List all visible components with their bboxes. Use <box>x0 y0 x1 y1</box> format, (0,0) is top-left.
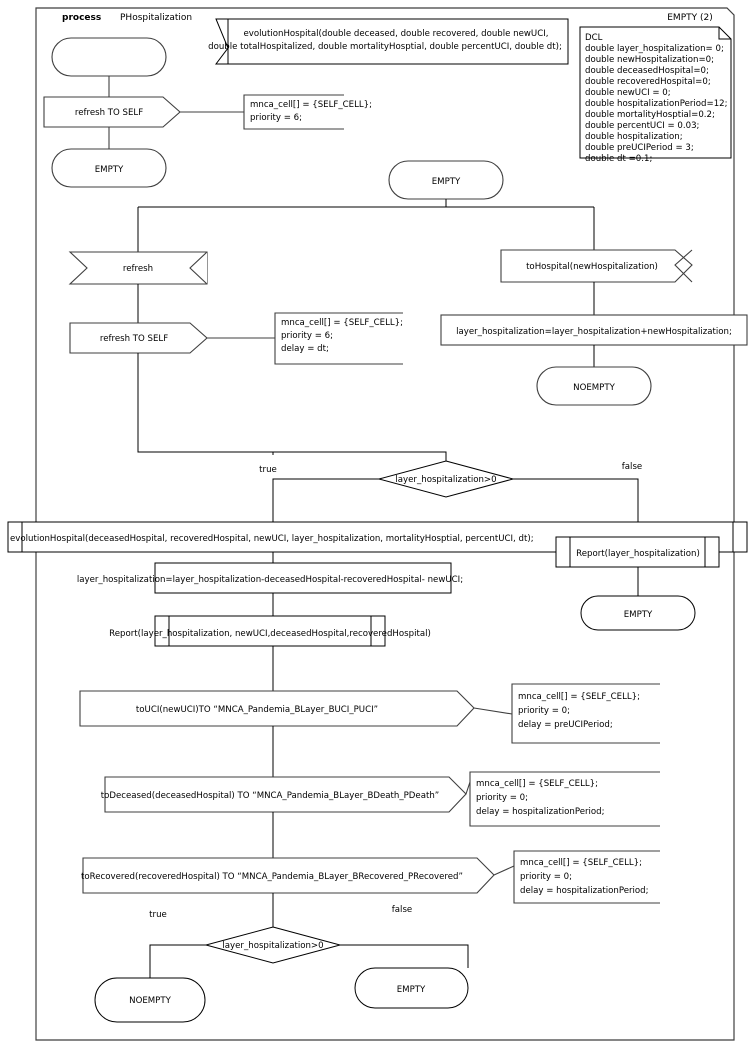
call-symbol-report-full <box>154 615 386 647</box>
state-symbol-empty-false <box>580 595 696 631</box>
decision1-false-line <box>513 478 639 522</box>
comment-uci-line-0: mnca_cell[] = {SELF_CELL}; <box>518 692 640 702</box>
call-symbol-report-short <box>555 536 720 568</box>
call-label-report-full: Report(layer_hospitalization, newUCI,dec… <box>109 629 431 639</box>
state-symbol-empty-topleft <box>51 148 167 188</box>
decision-symbol-2 <box>204 926 342 964</box>
decision1-condition: layer_hospitalization>0 <box>395 475 496 485</box>
decision2-true-label: true <box>149 910 167 920</box>
declaration-line-0: double layer_hospitalization= 0; <box>585 44 724 54</box>
decision1-true-label: true <box>259 465 277 475</box>
comment-left-line-1: priority = 6; <box>281 331 333 341</box>
output-symbol-touci <box>79 690 475 727</box>
comment-top-line-0: mnca_cell[] = {SELF_CELL}; <box>250 100 372 110</box>
state-label-empty-topleft: EMPTY <box>95 165 124 175</box>
declaration-line-2: double deceasedHospital=0; <box>585 66 709 76</box>
comment-box-deceased <box>469 771 660 827</box>
procedure-signature-line2: double totalHospitalized, double mortali… <box>208 42 562 52</box>
declaration-line-9: double preUCIPeriod = 3; <box>585 143 694 153</box>
comment-deceased-line-2: delay = hospitalizationPeriod; <box>476 807 605 817</box>
decision1-true-line <box>272 478 379 522</box>
decision1-in-line <box>272 451 447 461</box>
call-label-report-short: Report(layer_hospitalization) <box>576 549 700 559</box>
comment-left-line-2: delay = dt; <box>281 344 329 354</box>
state-label-noempty-bottom: NOEMPTY <box>129 996 171 1006</box>
declaration-line-5: double hospitalizationPeriod=12; <box>585 99 728 109</box>
decision-symbol-1 <box>377 460 515 498</box>
procedure-signature-inner <box>227 18 569 65</box>
comment-box-uci <box>511 683 660 744</box>
comment-deceased-line-0: mnca_cell[] = {SELF_CELL}; <box>476 779 598 789</box>
decision2-true-line <box>149 944 206 978</box>
state-label-empty-false: EMPTY <box>624 610 653 620</box>
output-symbol-refresh-to-self-left <box>69 322 208 354</box>
output-label-touci: toUCI(newUCI)TO “MNCA_Pandemia_BLayer_BU… <box>136 705 378 715</box>
output-symbol-todeceased <box>104 776 467 813</box>
state-label-empty-mid: EMPTY <box>432 177 461 187</box>
comment-link-uci <box>473 707 513 715</box>
declaration-block-fold <box>718 27 731 40</box>
procedure-signature-line1: evolutionHospital(double deceased, doubl… <box>244 29 549 39</box>
comment-uci-line-1: priority = 0; <box>518 706 570 716</box>
input-label-tohospital: toHospital(newHospitalization) <box>526 262 658 272</box>
task-symbol-add-hospitalization <box>440 314 748 346</box>
state-symbol-noempty-right <box>536 366 652 406</box>
comment-box-left <box>274 312 403 365</box>
declaration-block-symbol <box>579 26 732 159</box>
declaration-line-1: double newHospitalization=0; <box>585 55 714 65</box>
task-label-subtract: layer_hospitalization=layer_hospitalizat… <box>77 575 463 585</box>
input-label-refresh: refresh <box>123 264 153 274</box>
declaration-title: DCL <box>585 33 603 43</box>
start-symbol <box>51 37 167 77</box>
comment-link-deceased <box>465 781 471 795</box>
comment-box-top <box>243 94 344 130</box>
decision2-false-label: false <box>392 905 412 915</box>
comment-deceased-line-1: priority = 0; <box>476 793 528 803</box>
declaration-line-6: double mortalityHosptial=0.2; <box>585 110 715 120</box>
decision2-false-line <box>340 944 469 968</box>
state-label-noempty-right: NOEMPTY <box>573 383 615 393</box>
page-label: EMPTY (2) <box>667 13 712 23</box>
task-label-add-hospitalization: layer_hospitalization=layer_hospitalizat… <box>456 327 732 337</box>
call-label-evolution-hospital: evolutionHospital(deceasedHospital, reco… <box>10 534 534 544</box>
comment-uci-line-2: delay = preUCIPeriod; <box>518 720 613 730</box>
process-name: PHospitalization <box>120 13 192 23</box>
comment-left-line-0: mnca_cell[] = {SELF_CELL}; <box>281 318 403 328</box>
decision1-false-label: false <box>622 462 642 472</box>
comment-recovered-line-1: priority = 0; <box>520 872 572 882</box>
comment-link-recovered <box>493 865 515 876</box>
input-symbol-tohospital-notch <box>674 249 693 283</box>
output-symbol-refresh-to-self-top <box>43 96 181 128</box>
decision2-condition: layer_hospitalization>0 <box>222 941 323 951</box>
declaration-line-3: double recoveredHospital=0; <box>585 77 711 87</box>
state-symbol-empty-bottom <box>354 967 469 1009</box>
state-symbol-noempty-bottom <box>94 977 206 1023</box>
output-label-torecovered: toRecovered(recoveredHospital) TO “MNCA_… <box>81 872 463 882</box>
comment-recovered-line-0: mnca_cell[] = {SELF_CELL}; <box>520 858 642 868</box>
output-label-refresh-to-self-left: refresh TO SELF <box>100 334 168 344</box>
output-label-refresh-to-self-top: refresh TO SELF <box>75 108 143 118</box>
comment-recovered-line-2: delay = hospitalizationPeriod; <box>520 886 649 896</box>
comment-top-line-1: priority = 6; <box>250 113 302 123</box>
state-label-empty-bottom: EMPTY <box>397 985 426 995</box>
output-symbol-torecovered <box>82 857 495 894</box>
output-label-todeceased: toDeceased(deceasedHospital) TO “MNCA_Pa… <box>101 791 440 801</box>
input-symbol-refresh-notch <box>189 251 208 285</box>
process-keyword: process <box>62 13 101 23</box>
comment-box-recovered <box>513 850 660 904</box>
declaration-line-4: double newUCI = 0; <box>585 88 671 98</box>
declaration-line-8: double hospitalization; <box>585 132 683 142</box>
declaration-line-10: double dt =0.1; <box>585 154 652 164</box>
declaration-line-7: double percentUCI = 0.03; <box>585 121 699 131</box>
task-symbol-subtract <box>154 562 452 594</box>
